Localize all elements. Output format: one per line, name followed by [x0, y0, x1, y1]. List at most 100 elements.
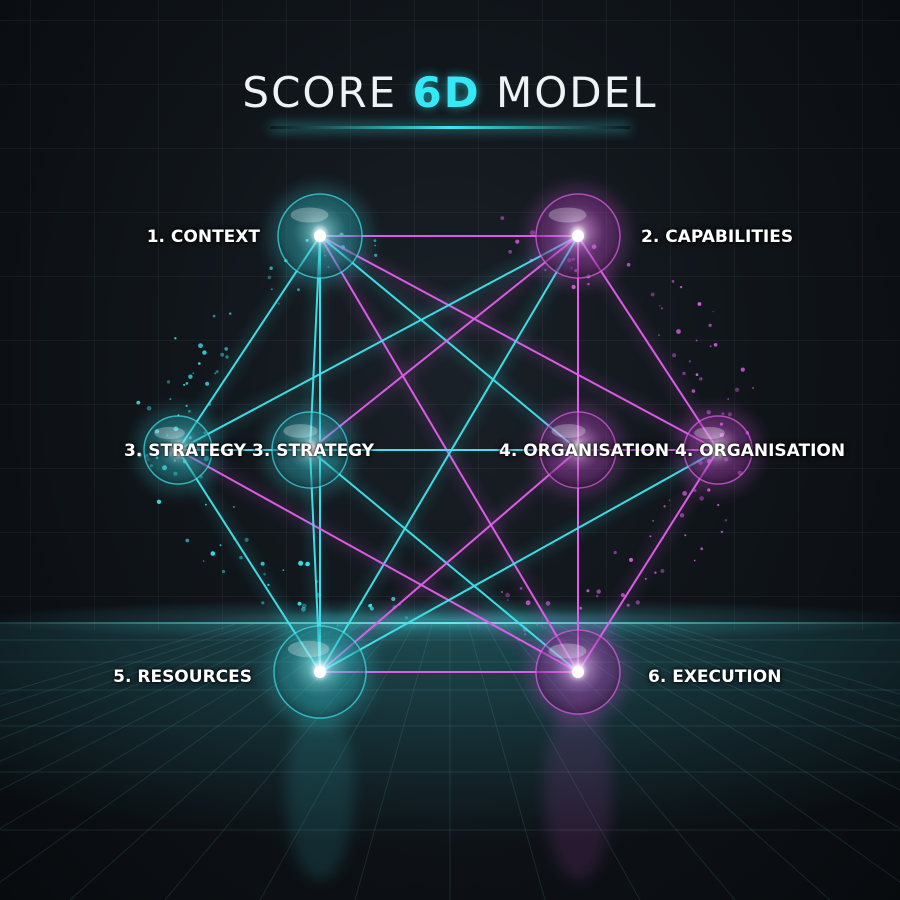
particle — [146, 406, 152, 411]
particle — [239, 555, 243, 560]
particle — [301, 603, 307, 609]
particle — [210, 551, 216, 556]
particle — [523, 633, 527, 636]
particle — [525, 600, 531, 606]
particle — [679, 285, 683, 289]
particle — [215, 370, 219, 374]
particle — [297, 601, 302, 606]
sphere-highlight — [694, 426, 725, 440]
connection-line — [177, 449, 579, 673]
particle — [198, 343, 203, 349]
particle — [169, 398, 172, 401]
particle — [697, 302, 702, 306]
particle — [649, 535, 652, 538]
connection-line — [309, 235, 579, 451]
particle — [709, 345, 712, 348]
particle — [174, 337, 177, 340]
particle — [270, 288, 273, 291]
sphere-core — [172, 444, 184, 456]
particle — [374, 244, 376, 247]
particle — [519, 587, 523, 590]
particle — [650, 292, 655, 297]
floor-reflection-glow — [286, 700, 354, 880]
node-label-organisation-outer: 4. ORGANISATION — [675, 441, 846, 461]
node-label-strategy-outer: 3. STRATEGY — [124, 441, 247, 461]
particle — [500, 216, 505, 221]
particle — [626, 262, 631, 267]
particle — [301, 606, 306, 612]
particle — [219, 544, 222, 547]
particle — [506, 599, 509, 601]
particle — [727, 398, 729, 400]
particle — [185, 404, 188, 407]
particle — [183, 383, 186, 386]
node-sphere-capabilities — [526, 184, 630, 288]
floor-grid-line — [628, 623, 900, 722]
particle — [508, 250, 512, 254]
floor-grid-line — [574, 623, 900, 791]
sphere-core — [304, 444, 316, 456]
node-label-context: 1. CONTEXT — [146, 227, 260, 247]
particle — [185, 382, 189, 385]
node-label-strategy-inner: 3. STRATEGY — [252, 441, 375, 461]
node-label-execution: 6. EXECUTION — [648, 667, 782, 687]
particle — [500, 591, 503, 593]
node-sphere-execution — [526, 620, 630, 724]
particle — [700, 547, 704, 551]
particle — [369, 606, 374, 611]
particle — [214, 372, 217, 375]
horizon-line — [0, 622, 900, 624]
sphere-highlight — [548, 643, 587, 659]
sphere-core — [712, 444, 724, 456]
title-part-1: SCORE — [242, 68, 413, 117]
connection-line — [319, 235, 579, 451]
particle — [595, 594, 599, 598]
connection-line — [309, 449, 579, 673]
particle — [220, 352, 225, 357]
floor-grid-line — [0, 623, 272, 722]
particle — [536, 623, 539, 626]
node-label-capabilities: 2. CAPABILITIES — [641, 227, 794, 247]
particle — [202, 560, 205, 562]
particle — [652, 519, 655, 522]
node-spheres — [134, 184, 762, 728]
particle — [654, 571, 657, 574]
particle — [717, 503, 720, 507]
particle — [700, 377, 703, 380]
particle — [629, 557, 633, 562]
floor-grid-line — [664, 623, 900, 695]
particle — [229, 312, 232, 315]
particle — [734, 387, 740, 392]
particle — [644, 577, 647, 580]
particle — [663, 505, 666, 508]
floor-grid-line — [0, 623, 290, 740]
particle — [505, 592, 510, 598]
particle — [586, 589, 590, 593]
sphere-core — [572, 666, 584, 678]
diagram-title: SCORE 6D MODEL — [0, 68, 900, 117]
particle — [684, 534, 687, 537]
particle — [233, 506, 235, 508]
particle — [166, 380, 171, 384]
sphere-highlight — [287, 640, 330, 658]
particle — [267, 275, 272, 280]
node-sphere-organisation-inner — [530, 402, 626, 498]
particle — [205, 381, 210, 386]
floor-grid-line — [0, 623, 236, 695]
sphere-highlight — [290, 207, 329, 223]
node-sphere-resources — [264, 616, 376, 728]
particle — [626, 603, 630, 607]
floor-grid-line — [557, 623, 900, 830]
particle — [224, 347, 228, 351]
particle — [212, 314, 216, 318]
floor-grid — [0, 623, 900, 900]
particle — [713, 343, 718, 347]
particle — [391, 596, 396, 602]
particle — [613, 550, 617, 555]
connection-line — [319, 235, 579, 673]
particle — [635, 600, 640, 605]
particle — [671, 280, 675, 283]
sphere-highlight — [283, 424, 318, 438]
node-label-organisation-inner: 4. ORGANISATION — [499, 441, 670, 461]
